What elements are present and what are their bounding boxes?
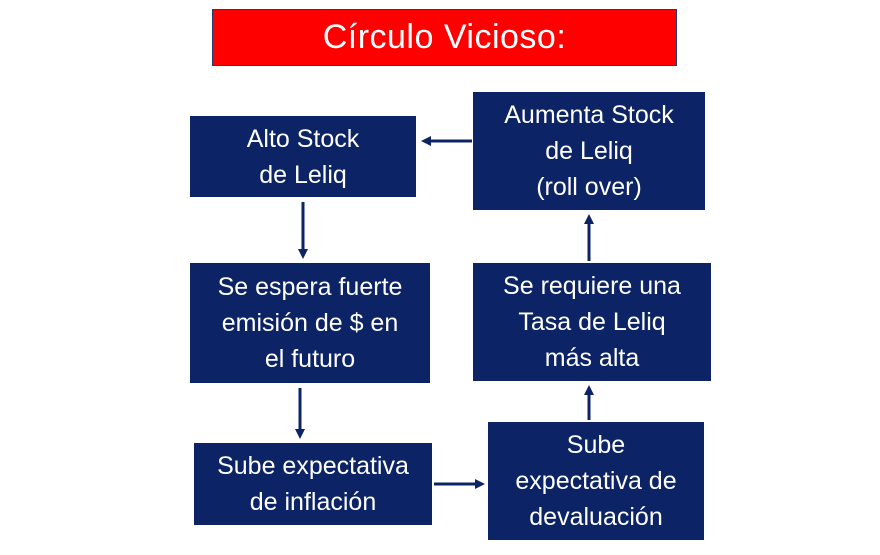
node-sube-expectativa-devaluacion: Sube expectativa de devaluación [488, 422, 704, 540]
node-sube-expectativa-inflacion: Sube expectativa de inflación [194, 443, 432, 525]
node-alto-stock: Alto Stock de Leliq [190, 116, 416, 197]
node-se-espera-emision: Se espera fuerte emisión de $ en el futu… [190, 263, 430, 383]
node-aumenta-stock: Aumenta Stock de Leliq (roll over) [473, 92, 705, 210]
diagram-title: Círculo Vicioso: [212, 9, 677, 66]
node-tasa-leliq-mas-alta: Se requiere una Tasa de Leliq más alta [473, 263, 711, 381]
